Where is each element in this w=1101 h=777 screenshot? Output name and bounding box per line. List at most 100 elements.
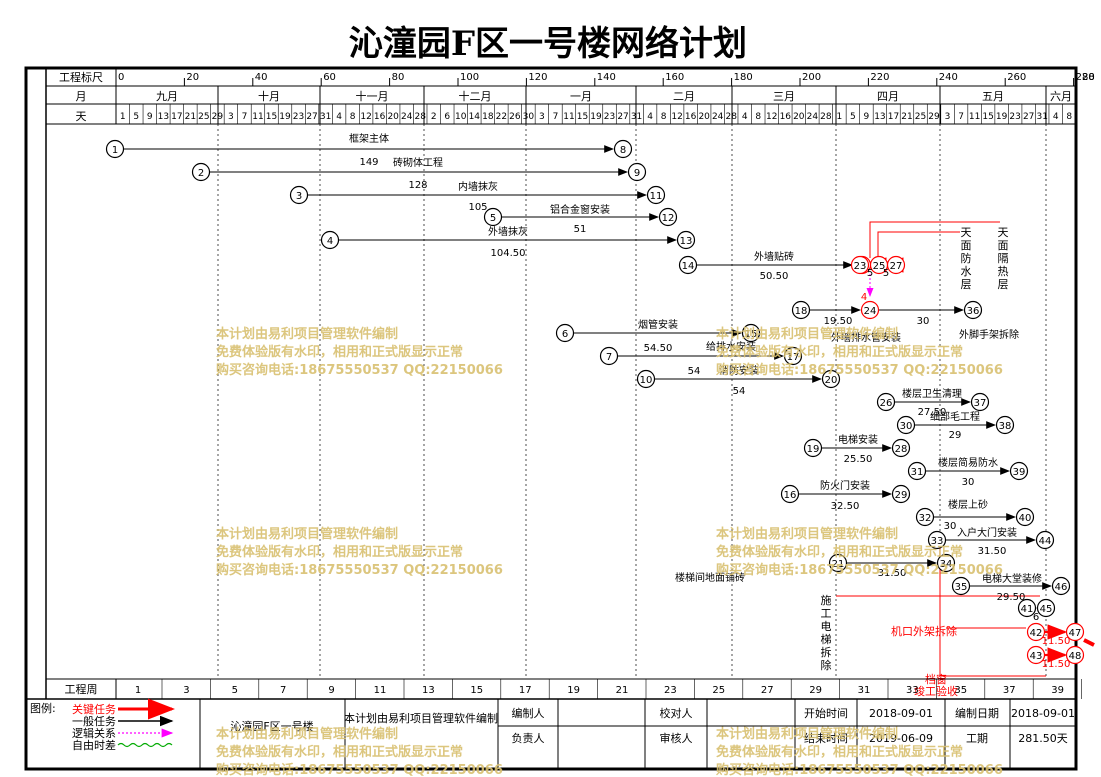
task-5-duration: 50.50 [760,271,789,282]
node-46-label: 46 [1055,582,1068,593]
watermarks: 本计划由易利项目管理软件编制免费体验版有水印，相用和正式版显示正常购买咨询电话:… [216,326,1003,777]
scale-tick-label: 140 [597,72,616,83]
task-19-duration: 29.50 [997,592,1026,603]
task-11-duration: 27.50 [918,407,947,418]
month-label-cell: 十二月 [459,89,492,103]
scale-tick-label: 160 [665,72,684,83]
node-30-circle [896,415,916,435]
day-label-cell: 17 [171,112,182,122]
node-43-circle [1026,645,1046,665]
day-label-cell: 19 [996,112,1008,122]
node-39-label: 39 [1013,467,1026,478]
node-14-circle [678,255,698,275]
week-number: 1 [135,685,141,696]
critical-path-bottom [939,540,1046,677]
day-label-cell: 2 [431,112,437,122]
vertical-label-roof-waterproof-char: 天 [961,226,972,239]
week-number: 17 [519,685,532,696]
vertical-label-roof-insulation-char: 隔 [998,252,1009,265]
vertical-label-roof-waterproof-char: 面 [961,239,972,252]
task-13-name: 电梯安装 [838,433,878,446]
week-label: 工程周 [65,683,98,696]
day-label-cell: 13 [158,112,169,122]
week-number: 3 [183,685,189,696]
node-45-circle [1036,598,1056,618]
day-label-cell: 23 [293,112,304,122]
node-17-label: 17 [787,352,800,363]
node-41-circle [1017,598,1037,618]
node-28-circle [891,438,911,458]
node-8-label: 8 [620,145,626,156]
task-21-duration: 5 [883,268,889,279]
day-label-cell: 19 [279,112,291,122]
day-label-cell: 9 [147,112,153,122]
scale-tick-label: 220 [870,72,889,83]
vertical-label-elevator-removal-char: 工 [821,607,832,620]
task-11-name: 楼层卫生清理 [902,387,962,400]
day-label-cell: 29 [212,112,224,122]
node-27-circle [886,255,906,275]
node-9-label: 9 [634,168,640,179]
task-16-duration: 30 [944,521,957,532]
node-17-circle [783,346,803,366]
watermark-1-line3: 购买咨询电话:18675550537 QQ:22150066 [716,362,1003,378]
node-9-circle [627,162,647,182]
scale-tick-label: 260 [1007,72,1026,83]
info-table: 沁潼园F区一号楼 本计划由易利项目管理软件编制 编制人 校对人 开始时间 201… [199,699,1076,769]
day-label-cell: 17 [888,112,899,122]
day-label-cell: 28 [414,112,426,122]
info-start-label: 开始时间 [804,706,848,720]
node-46-circle [1051,576,1071,596]
legend-critical-label: 关键任务 [72,702,116,716]
week-number: 35 [954,685,967,696]
node-24-label: 24 [864,306,877,317]
node-47-circle [1065,622,1085,642]
node-19-label: 19 [807,444,820,455]
node-4-label: 4 [327,236,333,247]
week-number: 11 [374,685,387,696]
vertical-label-elevator-removal-char: 电 [821,620,832,633]
watermark-3-line3: 购买咨询电话:18675550537 QQ:22150066 [716,562,1003,578]
day-label-cell: 13 [874,112,885,122]
scale-tick-label: 200 [802,72,821,83]
node-8-circle [613,139,633,159]
legend-normal-label: 一般任务 [72,715,116,728]
week-number: 33 [906,685,919,696]
watermark-2-line3: 购买咨询电话:18675550537 QQ:22150066 [216,562,503,578]
day-label-cell: 12 [360,112,371,122]
node-34-circle [936,553,956,573]
task-6-duration: 54.50 [644,343,673,354]
node-40-label: 40 [1019,513,1032,524]
day-label-cell: 16 [780,112,792,122]
node-37-label: 37 [974,398,987,409]
task-4-name: 外墙抹灰 [488,225,528,238]
task-12-name: 细部毛工程 [930,410,980,423]
node-43-label: 43 [1030,651,1043,662]
task-18-duration: 31.50 [878,568,907,579]
node-33-circle [927,530,947,550]
week-number: 37 [1003,685,1016,696]
node-35-circle [951,576,971,596]
scale-tick-label: 280 [1076,72,1095,83]
day-label-cell: 16 [685,112,697,122]
scale-tick-label: 60 [323,72,336,83]
node-32-label: 32 [919,513,932,524]
node-37-circle [970,392,990,412]
week-number: 25 [712,685,725,696]
node-3-label: 3 [296,191,302,202]
task-2-name: 内墙抹灰 [458,180,498,193]
month-label-cell: 十一月 [356,89,389,103]
node-18-circle [791,300,811,320]
node-13-circle [676,230,696,250]
info-date-label: 编制日期 [955,706,999,720]
task-18-name: 楼梯间地面铺砖 [675,571,745,584]
scale-tick-label: 80 [392,72,405,83]
node-18-label: 18 [795,306,808,317]
info-date: 2018-09-01 [1011,707,1075,720]
legend-title: 图例: [30,701,56,715]
legend-float-wave [117,742,173,748]
node-36-circle [963,300,983,320]
node-40-circle [1015,507,1035,527]
